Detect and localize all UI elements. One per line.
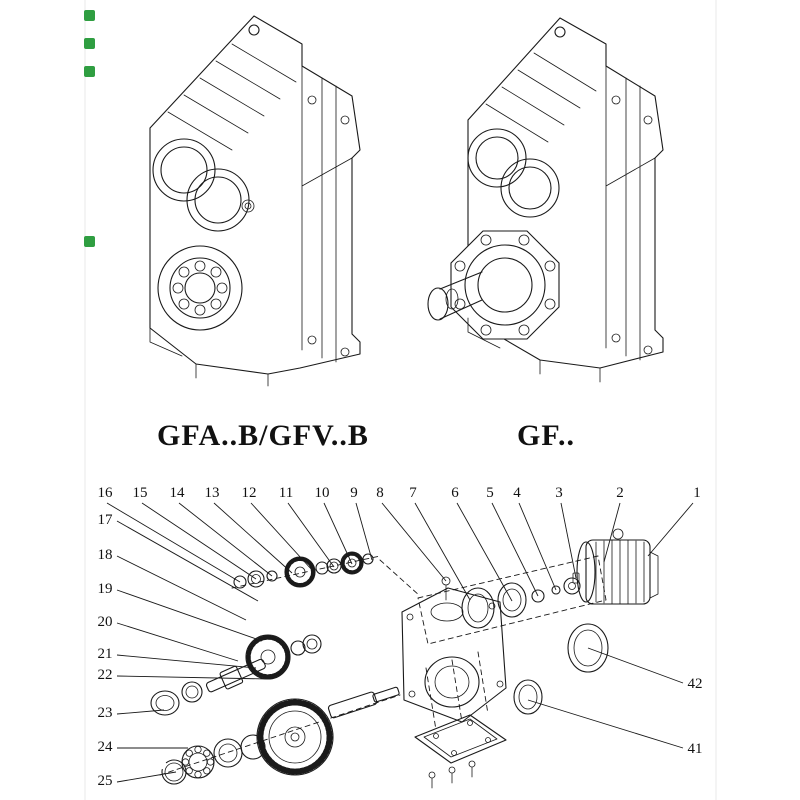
callout-number-41: 41 — [688, 741, 703, 757]
green-marker-4 — [84, 236, 95, 247]
callout-line-4 — [518, 502, 557, 591]
callout-number-7: 7 — [409, 485, 417, 501]
output-flange-and-shaft — [427, 230, 560, 340]
input-bores — [467, 128, 560, 218]
gearbox-drawing-gf — [427, 17, 664, 383]
motor — [563, 528, 659, 605]
callout-line-18 — [116, 555, 247, 621]
callout-number-20: 20 — [98, 614, 113, 630]
callout-number-2: 2 — [616, 485, 624, 501]
callout-number-8: 8 — [376, 485, 384, 501]
eyebolt-hole — [248, 24, 260, 36]
callout-number-16: 16 — [98, 485, 114, 501]
callout-line-9 — [355, 502, 373, 561]
callout-number-10: 10 — [315, 485, 330, 501]
callout-number-23: 23 — [98, 705, 113, 721]
callout-number-3: 3 — [555, 485, 563, 501]
callout-line-25 — [116, 771, 177, 783]
green-marker-1 — [84, 10, 95, 21]
callout-line-6 — [456, 502, 513, 602]
ring-stack — [461, 572, 609, 715]
callout-line-2 — [603, 502, 621, 563]
input-shaft-parts-cluster — [233, 551, 374, 589]
exploded-view — [150, 528, 659, 789]
left-edge-markers — [84, 10, 95, 247]
callout-number-21: 21 — [98, 646, 113, 662]
callout-line-42 — [587, 647, 684, 684]
cover-plate — [414, 714, 507, 789]
callout-number-5: 5 — [486, 485, 494, 501]
intermediate-shaft-cluster — [150, 634, 322, 716]
callout-line-11 — [287, 502, 335, 568]
callout-number-6: 6 — [451, 485, 459, 501]
callout-line-16 — [106, 502, 241, 583]
output-bearing — [157, 245, 243, 331]
model-label-left: GFA..B/GFV..B — [157, 419, 369, 452]
callout-line-1 — [647, 502, 694, 557]
callout-line-19 — [116, 589, 263, 642]
callout-line-17 — [116, 520, 259, 602]
callout-number-18: 18 — [98, 547, 113, 563]
gear-housing — [401, 576, 507, 723]
lower-seal-ring — [513, 679, 543, 715]
alignment-lines — [159, 555, 607, 776]
output-shaft-cluster — [161, 686, 400, 785]
motor-eyebolt — [612, 528, 624, 540]
callout-number-42: 42 — [688, 676, 703, 692]
callout-line-3 — [560, 502, 577, 579]
eyebolt-hole — [554, 26, 566, 38]
large-seal-ring — [567, 623, 609, 673]
callout-number-9: 9 — [350, 485, 358, 501]
callout-number-14: 14 — [170, 485, 186, 501]
callout-number-19: 19 — [98, 581, 113, 597]
callout-line-15 — [141, 502, 257, 580]
callout-line-13 — [213, 502, 293, 574]
callout-line-12 — [250, 502, 313, 571]
model-label-right: GF.. — [517, 419, 575, 452]
callout-number-15: 15 — [133, 485, 148, 501]
output-shaft — [327, 686, 400, 719]
callout-line-14 — [178, 502, 273, 577]
ball-bearing — [181, 745, 215, 779]
callout-number-1: 1 — [693, 485, 701, 501]
callout-number-24: 24 — [98, 739, 114, 755]
seal-ring — [150, 690, 180, 716]
callout-line-8 — [381, 502, 447, 582]
callout-line-10 — [323, 502, 353, 565]
callout-number-17: 17 — [98, 512, 114, 528]
callout-number-4: 4 — [513, 485, 521, 501]
callout-line-20 — [116, 622, 239, 662]
output-gear — [256, 698, 334, 776]
callout-line-23 — [116, 709, 165, 715]
callout-line-5 — [491, 502, 539, 597]
intermediate-gear — [245, 634, 291, 680]
cooling-ribs — [485, 52, 597, 143]
callout-layer: 1234567891011121314151617181920212223242… — [98, 485, 703, 789]
callout-number-22: 22 — [98, 667, 113, 683]
callout-line-21 — [116, 654, 257, 669]
callout-line-7 — [414, 502, 471, 601]
input-bores — [152, 138, 255, 232]
small-pinion — [340, 551, 364, 575]
callout-number-25: 25 — [98, 773, 113, 789]
callout-line-41 — [527, 699, 684, 749]
callout-line-22 — [116, 675, 269, 680]
green-marker-2 — [84, 38, 95, 49]
gearbox-drawing-gfab — [149, 15, 361, 387]
callout-number-12: 12 — [242, 485, 257, 501]
cooling-ribs — [167, 43, 297, 151]
green-marker-3 — [84, 66, 95, 77]
callout-number-13: 13 — [205, 485, 220, 501]
callout-number-11: 11 — [279, 485, 293, 501]
